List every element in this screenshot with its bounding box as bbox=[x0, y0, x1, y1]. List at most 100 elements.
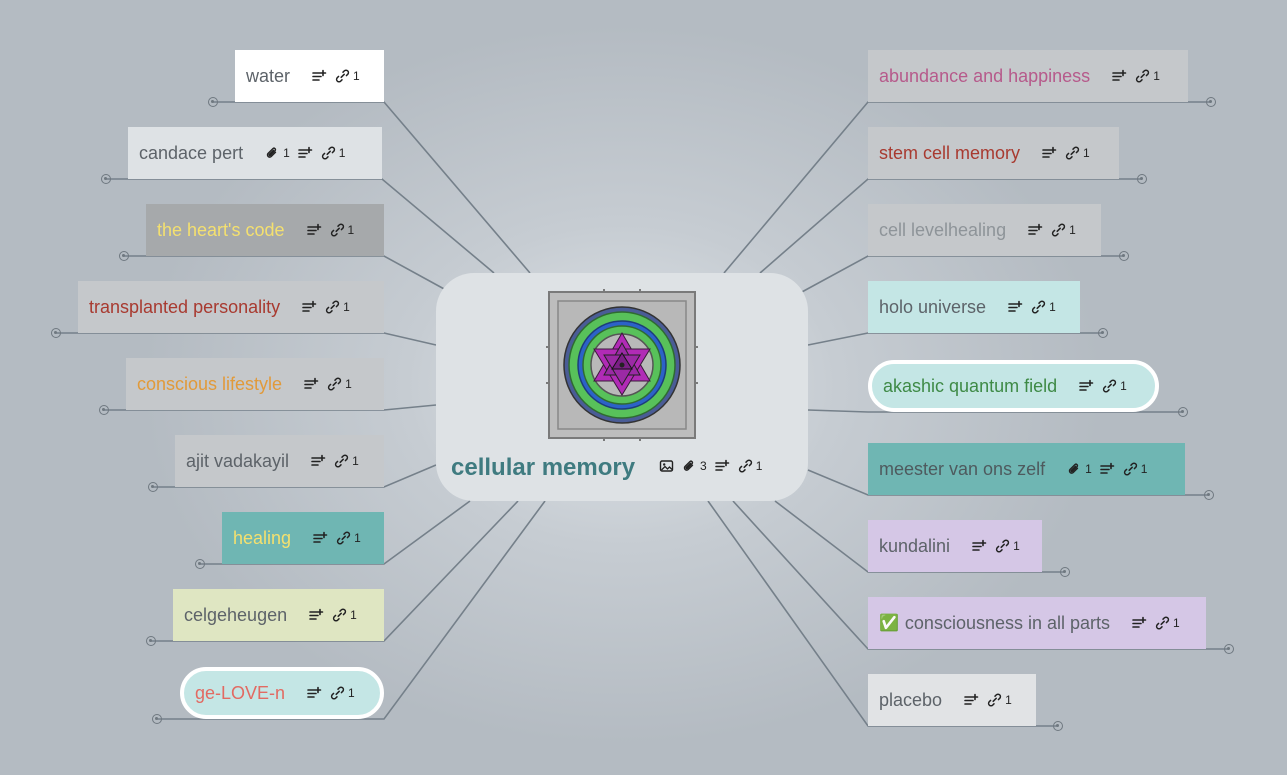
collapse-toggle-icon[interactable] bbox=[101, 174, 111, 184]
collapse-toggle-icon[interactable] bbox=[152, 714, 162, 724]
topic-label[interactable]: ge-LOVE-n bbox=[195, 682, 286, 703]
note-badge[interactable] bbox=[309, 608, 324, 622]
topic-label[interactable]: transplanted personality bbox=[89, 296, 281, 317]
note-badge[interactable] bbox=[1008, 300, 1023, 314]
topic-label[interactable]: water bbox=[246, 65, 291, 86]
topic-node-placebo[interactable]: placebo 1 bbox=[868, 674, 1036, 726]
image-badge[interactable] bbox=[659, 459, 674, 473]
collapse-toggle-icon[interactable] bbox=[146, 636, 156, 646]
collapse-toggle-icon[interactable] bbox=[99, 405, 109, 415]
collapse-toggle-icon[interactable] bbox=[51, 328, 61, 338]
note-badge[interactable] bbox=[313, 531, 328, 545]
note-badge[interactable] bbox=[302, 300, 317, 314]
topic-node-kundalini[interactable]: kundalini 1 bbox=[868, 520, 1042, 572]
collapse-toggle-icon[interactable] bbox=[1204, 490, 1214, 500]
topic-node-ge-love-n[interactable]: ge-LOVE-n 1 bbox=[180, 667, 384, 719]
note-badge[interactable] bbox=[297, 146, 313, 160]
collapse-toggle-icon[interactable] bbox=[119, 251, 129, 261]
topic-label[interactable]: consciousness in all parts bbox=[904, 612, 1111, 633]
topic-label[interactable]: celgeheugen bbox=[184, 604, 288, 625]
link-badge[interactable]: 1 bbox=[336, 531, 361, 545]
collapse-toggle-icon[interactable] bbox=[1178, 407, 1188, 417]
topic-label[interactable]: abundance and happiness bbox=[879, 65, 1091, 86]
link-badge[interactable]: 1 bbox=[334, 454, 359, 468]
topic-label[interactable]: the heart's code bbox=[157, 219, 285, 240]
note-badge[interactable] bbox=[964, 693, 979, 707]
topic-node-transplanted-personality[interactable]: transplanted personality 1 bbox=[78, 281, 384, 333]
note-badge[interactable] bbox=[1112, 69, 1127, 83]
collapse-toggle-icon[interactable] bbox=[1119, 251, 1129, 261]
collapse-toggle-icon[interactable] bbox=[1137, 174, 1147, 184]
topic-node-celgeheugen[interactable]: celgeheugen 1 bbox=[173, 589, 384, 641]
attachment-badge[interactable]: 1 bbox=[265, 146, 290, 160]
central-title[interactable]: cellular memory bbox=[451, 454, 636, 481]
topic-node-conscious-lifestyle[interactable]: conscious lifestyle 1 bbox=[126, 358, 384, 410]
link-badge[interactable]: 1 bbox=[995, 539, 1020, 553]
link-icon bbox=[1123, 462, 1137, 476]
collapse-toggle-icon[interactable] bbox=[195, 559, 205, 569]
note-badge[interactable] bbox=[1079, 379, 1094, 393]
link-badge[interactable]: 1 bbox=[1155, 616, 1180, 630]
link-badge[interactable]: 1 bbox=[335, 69, 360, 83]
note-badge[interactable] bbox=[306, 223, 322, 237]
topic-node-stem-cell-memory[interactable]: stem cell memory 1 bbox=[868, 127, 1119, 179]
attachment-badge[interactable]: 1 bbox=[1067, 462, 1092, 476]
link-badge[interactable]: 1 bbox=[332, 608, 357, 622]
note-badge[interactable] bbox=[304, 377, 319, 391]
attachment-badge[interactable]: 3 bbox=[682, 459, 707, 473]
link-badge[interactable]: 1 bbox=[1102, 379, 1127, 393]
note-badge[interactable] bbox=[307, 686, 322, 700]
note-badge[interactable] bbox=[312, 69, 327, 83]
topic-label[interactable]: placebo bbox=[879, 689, 943, 710]
note-badge[interactable] bbox=[714, 459, 730, 473]
link-badge[interactable]: 1 bbox=[330, 686, 355, 700]
collapse-toggle-icon[interactable] bbox=[148, 482, 158, 492]
topic-node-water[interactable]: water 1 bbox=[235, 50, 384, 102]
topic-label[interactable]: kundalini bbox=[879, 535, 951, 556]
collapse-toggle-icon[interactable] bbox=[1098, 328, 1108, 338]
topic-node-healing[interactable]: healing 1 bbox=[222, 512, 384, 564]
topic-label[interactable]: candace pert bbox=[139, 142, 244, 163]
topic-node-akashic-quantum-field[interactable]: akashic quantum field 1 bbox=[868, 360, 1159, 412]
note-badge[interactable] bbox=[1028, 223, 1043, 237]
topic-label[interactable]: ajit vadakayil bbox=[186, 450, 290, 471]
note-badge[interactable] bbox=[311, 454, 326, 468]
note-badge[interactable] bbox=[1042, 146, 1057, 160]
collapse-toggle-icon[interactable] bbox=[1053, 721, 1063, 731]
note-badge[interactable] bbox=[1099, 462, 1115, 476]
topic-node-cell-levelhealing[interactable]: cell levelhealing 1 bbox=[868, 204, 1101, 256]
topic-label[interactable]: akashic quantum field bbox=[883, 375, 1058, 396]
topic-node-ajit-vadakayil[interactable]: ajit vadakayil 1 bbox=[175, 435, 384, 487]
topic-label[interactable]: cell levelhealing bbox=[879, 219, 1007, 240]
collapse-toggle-icon[interactable] bbox=[1224, 644, 1234, 654]
link-badge[interactable]: 1 bbox=[738, 459, 762, 473]
topic-label[interactable]: conscious lifestyle bbox=[137, 373, 283, 394]
collapse-toggle-icon[interactable] bbox=[1060, 567, 1070, 577]
note-badge[interactable] bbox=[972, 539, 987, 553]
link-badge[interactable]: 1 bbox=[987, 693, 1012, 707]
topic-node-abundance-and-happiness[interactable]: abundance and happiness 1 bbox=[868, 50, 1188, 102]
topic-node-holo-universe[interactable]: holo universe 1 bbox=[868, 281, 1080, 333]
topic-label[interactable]: stem cell memory bbox=[879, 142, 1021, 163]
topic-label[interactable]: healing bbox=[233, 527, 292, 548]
link-badge[interactable]: 1 bbox=[321, 146, 345, 160]
link-badge[interactable]: 1 bbox=[327, 377, 352, 391]
link-badge[interactable]: 1 bbox=[1065, 146, 1090, 160]
link-icon bbox=[987, 693, 1002, 707]
link-badge[interactable]: 1 bbox=[330, 223, 354, 237]
link-badge[interactable]: 1 bbox=[1051, 223, 1076, 237]
link-badge[interactable]: 1 bbox=[325, 300, 350, 314]
note-badge[interactable] bbox=[1132, 616, 1147, 630]
link-badge[interactable]: 1 bbox=[1123, 462, 1147, 476]
collapse-toggle-icon[interactable] bbox=[1206, 97, 1216, 107]
topic-node-the-heart-s-code[interactable]: the heart's code 1 bbox=[146, 204, 384, 256]
topic-label[interactable]: holo universe bbox=[879, 296, 987, 317]
link-badge[interactable]: 1 bbox=[1031, 300, 1056, 314]
topic-node-meester-van-ons-zelf[interactable]: meester van ons zelf 1 1 bbox=[868, 443, 1185, 495]
link-badge[interactable]: 1 bbox=[1135, 69, 1160, 83]
central-node[interactable]: cellular memory 3 1 bbox=[436, 273, 808, 501]
collapse-toggle-icon[interactable] bbox=[208, 97, 218, 107]
topic-label[interactable]: meester van ons zelf bbox=[879, 458, 1046, 479]
topic-node-candace-pert[interactable]: candace pert 1 1 bbox=[128, 127, 382, 179]
